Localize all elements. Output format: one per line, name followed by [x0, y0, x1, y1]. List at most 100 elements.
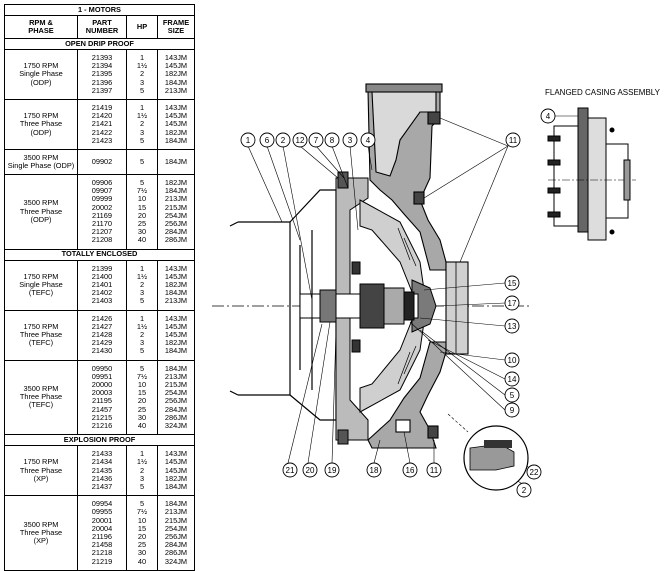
part-numbers: 21433 21434 21435 21436 21437 [77, 445, 127, 497]
motor-group-row: 1750 RPM Three Phase (ODP)21419 21420 21… [4, 99, 195, 150]
frame-sizes: 182JM 184JM 213JM 215JM 254JM 256JM 284J… [157, 174, 195, 250]
motor-group-row: 3500 RPM Three Phase (XP)09954 09955 200… [4, 495, 195, 571]
group-label: 3500 RPM Three Phase (XP) [4, 495, 78, 571]
group-label: 3500 RPM Three Phase (ODP) [4, 174, 78, 250]
motor-group-row: 3500 RPM Three Phase (ODP)09906 09907 09… [4, 174, 195, 250]
part-numbers: 09950 09951 20000 20003 21195 21457 2121… [77, 359, 127, 436]
frame-sizes: 184JM 213JM 215JM 254JM 256JM 284JM 286J… [157, 495, 195, 571]
motor-group-row: 1750 RPM Single Phase (TEFC)21399 21400 … [4, 259, 195, 311]
impeller [359, 199, 437, 413]
callout-circle [342, 132, 358, 148]
callout-label: 2 [281, 136, 286, 145]
callout-circle [504, 387, 520, 403]
callout-label: 10 [508, 356, 517, 365]
frame-sizes: 184JM 213JM 215JM 254JM 256JM 284JM 286J… [157, 359, 195, 436]
callout-label: 6 [265, 136, 270, 145]
hp-values: 1 1½ 2 3 5 [126, 99, 158, 150]
callout-circle [426, 462, 442, 478]
hp-values: 1 1½ 2 3 5 [126, 445, 158, 497]
hp-values: 5 7½ 10 15 20 25 30 40 [126, 495, 158, 571]
part-numbers: 21426 21427 21428 21429 21430 [77, 309, 127, 361]
callout-label: 8 [330, 136, 335, 145]
group-label: 1750 RPM Three Phase (ODP) [4, 99, 78, 150]
callout-circle [240, 132, 256, 148]
frame-sizes: 143JM 145JM 145JM 182JM 184JM [157, 309, 195, 361]
callout-label: 4 [546, 112, 551, 121]
callout-label: 20 [306, 466, 315, 475]
callout-label: 18 [370, 466, 379, 475]
hp-values: 5 [126, 149, 158, 175]
part-numbers: 21399 21400 21401 21402 21403 [77, 259, 127, 311]
frame-sizes: 143JM 145JM 182JM 184JM 213JM [157, 49, 195, 100]
callout-circle [504, 295, 520, 311]
callout-label: 11 [509, 136, 518, 145]
callout-label: 11 [430, 466, 439, 475]
callout-circle [402, 462, 418, 478]
callout-circle [275, 132, 291, 148]
callout-circle [302, 462, 318, 478]
callout-circle [504, 352, 520, 368]
callout-circle [308, 132, 324, 148]
leader-lines [247, 115, 582, 486]
group-label: 1750 RPM Three Phase (XP) [4, 445, 78, 497]
flanged-casing-inset [547, 107, 636, 241]
callout-label: 21 [286, 466, 295, 475]
motor-group-row: 1750 RPM Three Phase (TEFC)21426 21427 2… [4, 309, 195, 361]
hp-values: 5 7½ 10 15 20 25 30 40 [126, 359, 158, 436]
callout-label: 14 [508, 375, 517, 384]
inset-title: FLANGED CASING ASSEMBLY [545, 88, 661, 97]
callout-label: 13 [508, 322, 517, 331]
callout-circle [516, 482, 532, 498]
callout-label: 12 [296, 136, 305, 145]
callout-label: 16 [406, 466, 415, 475]
part-numbers: 09906 09907 09999 20002 21169 21170 2120… [77, 174, 127, 250]
header-frame-size: FRAME SIZE [157, 15, 195, 39]
motor-adapter [335, 171, 369, 445]
frame-sizes: 143JM 145JM 145JM 182JM 184JM [157, 99, 195, 150]
callout-circle [526, 464, 542, 480]
detail-view [447, 413, 529, 491]
frame-sizes: 143JM 145JM 182JM 184JM 213JM [157, 259, 195, 311]
callout-label: 22 [530, 468, 539, 477]
pump-casing [365, 83, 469, 449]
group-label: 1750 RPM Single Phase (TEFC) [4, 259, 78, 311]
group-label: 1750 RPM Three Phase (TEFC) [4, 309, 78, 361]
callout-circle [292, 132, 308, 148]
motor-group-row: 1750 RPM Single Phase (ODP)21393 21394 2… [4, 49, 195, 100]
part-numbers: 21419 21420 21421 21422 21423 [77, 99, 127, 150]
callout-label: 2 [522, 486, 527, 495]
callout-circle [505, 132, 521, 148]
group-label: 1750 RPM Single Phase (ODP) [4, 49, 78, 100]
callout-label: 19 [328, 466, 337, 475]
callout-circle [259, 132, 275, 148]
callout-circle [504, 402, 520, 418]
callout-circle [366, 462, 382, 478]
motor-group-row: 1750 RPM Three Phase (XP)21433 21434 214… [4, 445, 195, 497]
callout-circle [282, 462, 298, 478]
callout-label: 4 [366, 136, 371, 145]
callout-label: 1 [246, 136, 251, 145]
callout-label: 7 [314, 136, 319, 145]
callout-circle [324, 462, 340, 478]
callout-label: 17 [508, 299, 517, 308]
callout-circle [540, 108, 556, 124]
motor-group-row: 3500 RPM Three Phase (TEFC)09950 09951 2… [4, 359, 195, 436]
callout-circle [324, 132, 340, 148]
callout-circle [360, 132, 376, 148]
callout-circle [504, 371, 520, 387]
header-part-number: PART NUMBER [77, 15, 127, 39]
shaft-and-seal [299, 261, 419, 353]
callout-label: 5 [510, 391, 515, 400]
part-numbers: 09902 [77, 149, 127, 175]
frame-sizes: 184JM [157, 149, 195, 175]
callout-circle [504, 275, 520, 291]
callout-label: 3 [348, 136, 353, 145]
group-label: 3500 RPM Single Phase (ODP) [4, 149, 78, 175]
callout-label: 9 [510, 406, 515, 415]
callout-circle [504, 318, 520, 334]
